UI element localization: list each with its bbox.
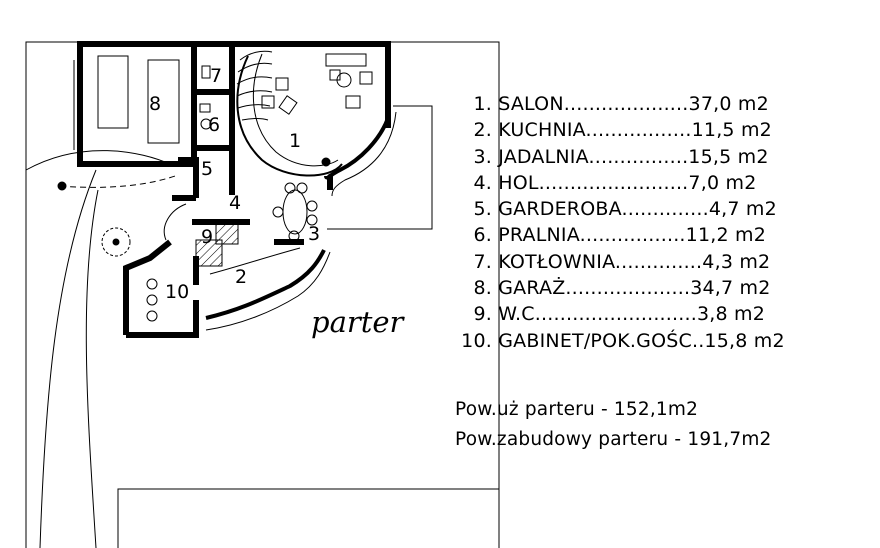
room-number-6: 6: [208, 114, 220, 136]
room-number-2: 2: [235, 266, 247, 288]
room-number-9: 9: [201, 226, 213, 248]
room-list: 1. SALON....................37,0 m2 2. K…: [452, 91, 785, 354]
stairs: [236, 50, 273, 121]
room-list-item: 6. PRALNIA.................11,2 m2: [473, 224, 767, 247]
room-number-3: 3: [308, 223, 320, 245]
room-number-5: 5: [201, 158, 213, 180]
furniture: [146, 53, 373, 322]
room-number-4: 4: [229, 192, 241, 214]
trees: [57, 157, 331, 257]
room-number-7: 7: [210, 65, 222, 87]
room-list-item: 4. HOL........................7,0 m2: [473, 171, 757, 194]
main-walls: [123, 41, 391, 338]
room-number-8: 8: [149, 93, 161, 115]
usable-area-text: Pow.uż parteru - 152,1m2: [455, 399, 699, 420]
room-list-item: 10. GABINET/POK.GOŚC..15,8 m2: [461, 329, 785, 352]
room-list-item: 9. W.C..........................3,8 m2: [473, 303, 766, 326]
driveway-lines: [25, 150, 179, 548]
built-area-text: Pow.zabudowy parteru - 191,7m2: [455, 429, 772, 450]
room-list-item: 3. JADALNIA................15,5 m2: [473, 145, 769, 168]
room-list-item: 2. KUCHNIA.................11,5 m2: [473, 119, 772, 142]
plot-boundary: [25, 41, 500, 548]
salon-curves: [163, 53, 397, 331]
room-number-10: 10: [165, 281, 189, 303]
room-list-item: 5. GARDEROBA..............4,7 m2: [473, 198, 777, 221]
room-list-item: 8. GARAŻ....................34,7 m2: [473, 277, 771, 300]
room-number-1: 1: [289, 130, 301, 152]
room-list-item: 7. KOTŁOWNIA..............4,3 m2: [473, 250, 771, 273]
garage: [73, 41, 197, 167]
plan-title: parter: [311, 305, 404, 339]
room-list-item: 1. SALON....................37,0 m2: [473, 93, 769, 115]
